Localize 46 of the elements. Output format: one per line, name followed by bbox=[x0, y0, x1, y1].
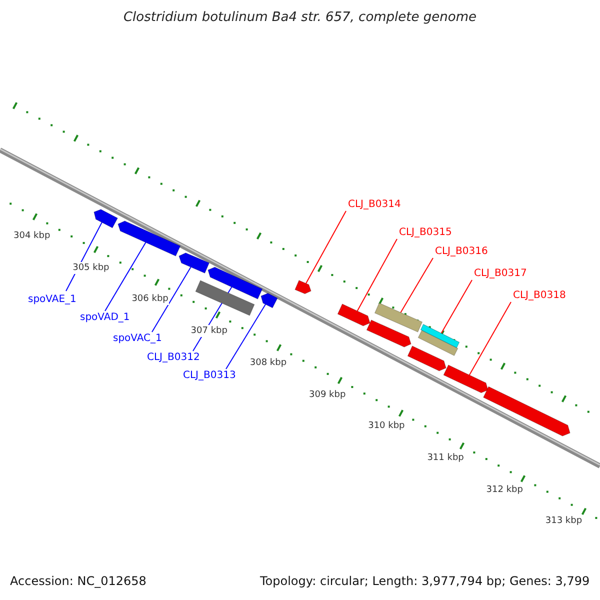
scale-label: 304 kbp bbox=[12, 230, 52, 242]
gene-label: CLJ_B0316 bbox=[435, 246, 488, 258]
leader-line bbox=[226, 304, 266, 370]
gene-label: CLJ_B0312 bbox=[147, 352, 200, 364]
scale-label: 308 kbp bbox=[248, 356, 288, 369]
genome-info: Topology: circular; Length: 3,977,794 bp; Genes: 3,799 bbox=[260, 575, 590, 587]
scale-label: 311 kbp bbox=[426, 452, 465, 464]
gene-block bbox=[178, 252, 210, 274]
scale-label: 310 kbp bbox=[367, 420, 406, 432]
gene-block bbox=[260, 292, 278, 308]
scale-label: 305 kbp bbox=[72, 262, 110, 274]
gene-label: CLJ_B0317 bbox=[474, 268, 527, 280]
leader-line bbox=[306, 210, 346, 284]
scale-label: 309 kbp bbox=[308, 388, 347, 400]
gene-block bbox=[94, 209, 118, 228]
gene-label: spoVAE_1 bbox=[28, 294, 76, 306]
gene-block bbox=[118, 220, 181, 256]
gene-block bbox=[195, 280, 255, 316]
accession-text: Accession: NC_012658 bbox=[10, 575, 146, 587]
scale-label: 313 kbp bbox=[544, 515, 584, 528]
scale-label: 306 kbp bbox=[130, 293, 170, 306]
leader-line bbox=[152, 266, 192, 332]
gene-block bbox=[374, 302, 423, 332]
scale-label: 312 kbp bbox=[485, 484, 524, 496]
gene-label: spoVAC_1 bbox=[113, 333, 162, 345]
gene-block bbox=[294, 280, 312, 294]
gene-label: CLJ_B0315 bbox=[399, 227, 452, 239]
leader-line bbox=[440, 280, 472, 334]
gene-label: CLJ_B0318 bbox=[513, 290, 566, 302]
title: Clostridium botulinum Ba4 str. 657, complete genome bbox=[122, 10, 478, 25]
gene-label: CLJ_B0314 bbox=[348, 199, 401, 211]
gene-block bbox=[420, 324, 460, 348]
leader-line bbox=[468, 302, 512, 376]
gene-block bbox=[443, 364, 488, 394]
gene-block bbox=[483, 386, 570, 436]
gene-label: CLJ_B0313 bbox=[183, 370, 236, 382]
gene-block bbox=[407, 346, 446, 372]
gene-block bbox=[337, 304, 370, 326]
leader-line bbox=[104, 242, 146, 312]
leader-line bbox=[356, 238, 398, 312]
leader-line bbox=[400, 258, 434, 313]
gene-block bbox=[208, 266, 263, 300]
gene-block bbox=[366, 320, 412, 348]
scale-label: 307 kbp bbox=[190, 325, 228, 338]
gene-label: spoVAD_1 bbox=[80, 312, 130, 324]
gene-block bbox=[418, 330, 458, 356]
